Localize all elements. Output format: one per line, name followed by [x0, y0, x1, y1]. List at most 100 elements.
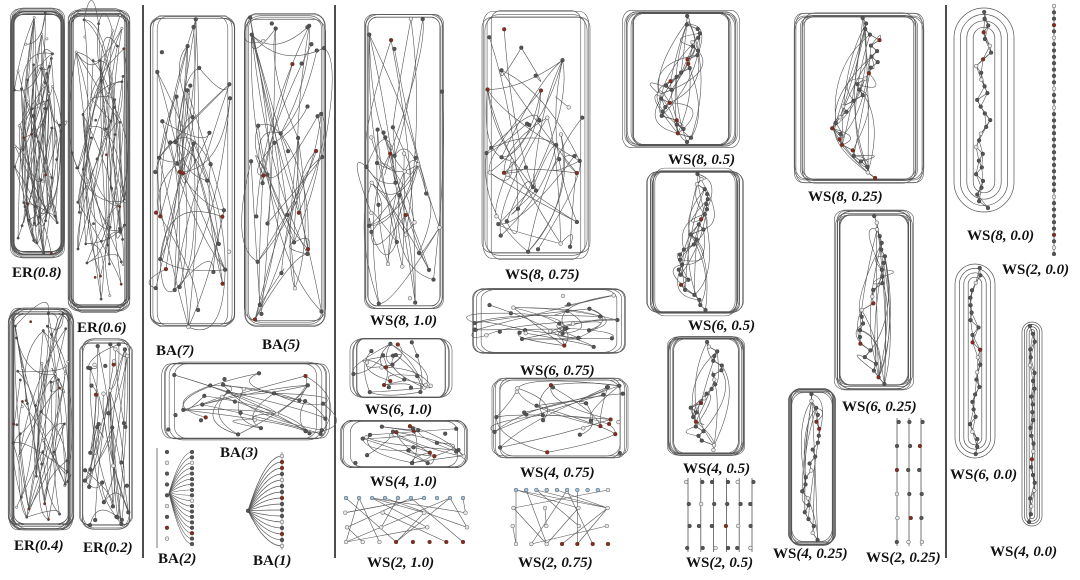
graph-edge	[371, 214, 406, 245]
graph-edge	[299, 400, 326, 419]
graph-node	[1051, 207, 1057, 212]
graph-edge	[247, 503, 283, 512]
graph-edge	[490, 9, 582, 261]
graph-node	[221, 208, 226, 213]
graph-node	[389, 37, 394, 43]
graph-node	[107, 236, 111, 240]
graph-edge	[182, 46, 188, 174]
graph-node	[119, 282, 123, 286]
graph-edge	[267, 156, 323, 224]
label-ba-7: BA(7)	[156, 343, 194, 359]
graph-edge	[484, 16, 588, 254]
graph-edge	[155, 19, 197, 289]
graph-edge	[669, 336, 743, 456]
graph-node	[1051, 143, 1057, 148]
graph-node	[572, 153, 577, 159]
graph-node	[979, 165, 984, 170]
graph-edge	[496, 414, 611, 420]
graph-edge	[40, 411, 67, 485]
graph-edge	[669, 338, 743, 454]
graph-node	[807, 461, 812, 466]
graph-edge	[878, 256, 890, 378]
graph-node	[1051, 131, 1057, 136]
graph-node	[1051, 175, 1057, 180]
graph-edge	[713, 384, 718, 451]
graph-edge	[179, 116, 193, 172]
graph-node	[696, 35, 701, 40]
graph-edge	[835, 28, 866, 123]
graph-edge	[366, 362, 393, 368]
graph-node	[19, 495, 23, 499]
graph-edge	[970, 320, 973, 335]
graph-node	[434, 440, 439, 445]
graph-node	[395, 495, 401, 501]
graph-edge	[552, 159, 580, 171]
graph-ws-6-025	[833, 209, 915, 391]
graph-edge	[148, 268, 167, 289]
graph-ws-2-05	[683, 478, 756, 552]
label-ba-5: BA(5)	[262, 337, 300, 353]
graph-node	[605, 385, 610, 390]
graph-edge	[267, 116, 318, 179]
graph-ws-4-075	[490, 377, 629, 459]
graph-node	[40, 32, 44, 36]
graph-ba-5	[241, 13, 333, 327]
graph-node	[597, 314, 603, 319]
graph-edge	[838, 214, 910, 386]
graph-edge	[121, 239, 124, 267]
graph-edge	[980, 92, 988, 107]
graph-edge	[881, 269, 894, 277]
label-ws-2-075: WS(2, 0.75)	[518, 555, 593, 571]
graph-node	[63, 372, 67, 375]
graph-edge	[972, 431, 978, 447]
graph-node	[534, 487, 539, 493]
graph-node	[27, 507, 31, 511]
graph-node	[121, 237, 125, 241]
graph-node	[881, 260, 886, 266]
graph-node	[85, 261, 89, 265]
graph-ba-2	[156, 448, 195, 548]
graph-edge	[89, 509, 118, 526]
graph-node	[686, 277, 691, 282]
graph-edge	[112, 28, 123, 240]
graph-node	[1029, 433, 1034, 438]
graph-node	[31, 114, 35, 118]
graph-edge	[658, 20, 689, 95]
graph-node	[273, 26, 278, 31]
graph-edge	[356, 162, 372, 213]
graph-edge	[971, 312, 979, 328]
graph-node	[43, 81, 47, 85]
graph-edge	[8, 307, 74, 531]
graph-edge	[48, 312, 58, 335]
graph-node	[554, 142, 559, 148]
graph-edge	[466, 312, 511, 324]
graph-edge	[251, 34, 322, 312]
graph-ws-2-075	[510, 487, 611, 547]
graph-node	[1030, 410, 1035, 415]
graph-node	[1032, 370, 1037, 376]
graph-node	[694, 182, 699, 187]
graph-node	[484, 333, 489, 338]
graph-edge	[23, 203, 28, 223]
graph-node	[319, 428, 324, 433]
graph-node	[587, 306, 592, 311]
graph-edge	[489, 60, 563, 173]
graph-edge	[274, 393, 328, 405]
label-ws-6-075: WS(6, 0.75)	[520, 363, 595, 379]
graph-node	[588, 418, 593, 423]
graph-edge	[174, 363, 317, 439]
graph-edge	[18, 85, 46, 126]
graph-edge	[157, 157, 189, 328]
graph-node	[222, 377, 227, 382]
graph-node	[1031, 441, 1036, 446]
graph-node	[220, 394, 225, 399]
graph-node	[1051, 105, 1057, 110]
graph-edge	[984, 113, 987, 127]
graph-node	[93, 392, 99, 397]
graph-edge	[1030, 341, 1035, 358]
graph-node	[172, 287, 177, 293]
graph-node	[809, 398, 814, 404]
graph-edge	[309, 403, 337, 434]
graph-node	[1051, 54, 1057, 59]
graph-edge	[83, 169, 122, 262]
